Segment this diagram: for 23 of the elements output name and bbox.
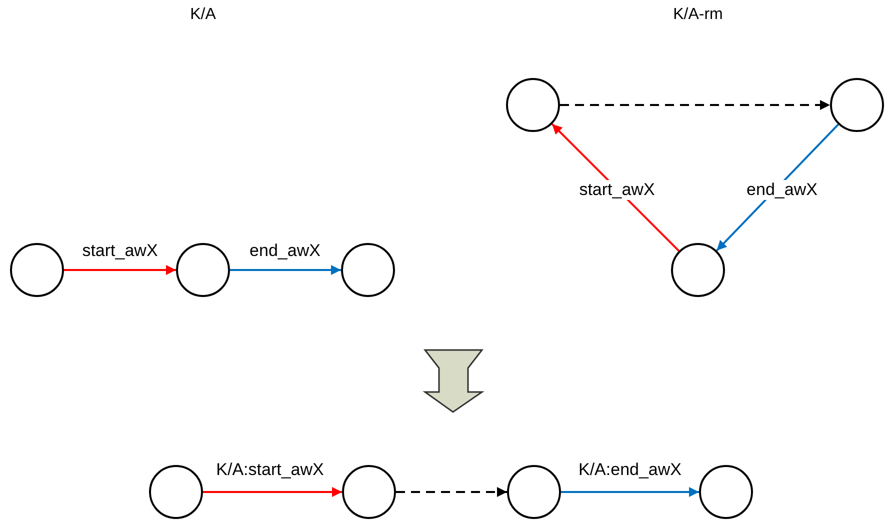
edge-label: K/A:end_awX [576, 460, 684, 480]
circle-node [830, 78, 884, 132]
edge-label: start_awX [577, 180, 657, 200]
circle-node [10, 243, 64, 297]
circle-node [149, 465, 203, 519]
edge-label: end_awX [248, 241, 322, 261]
circle-node [699, 465, 753, 519]
heading: K/A [190, 5, 216, 25]
circle-node [342, 465, 396, 519]
arrow [561, 487, 699, 497]
edge-label: end_awX [744, 180, 820, 200]
circle-node [507, 465, 561, 519]
arrow [203, 487, 342, 497]
arrow [230, 265, 341, 275]
arrow [64, 265, 176, 275]
arrow [560, 100, 830, 110]
circle-node [176, 243, 230, 297]
circle-node [506, 78, 560, 132]
edge-label: start_awX [80, 241, 160, 261]
circle-node [341, 243, 395, 297]
circle-node [671, 243, 725, 297]
heading: K/A-rm [673, 5, 723, 25]
arrow [396, 487, 507, 497]
